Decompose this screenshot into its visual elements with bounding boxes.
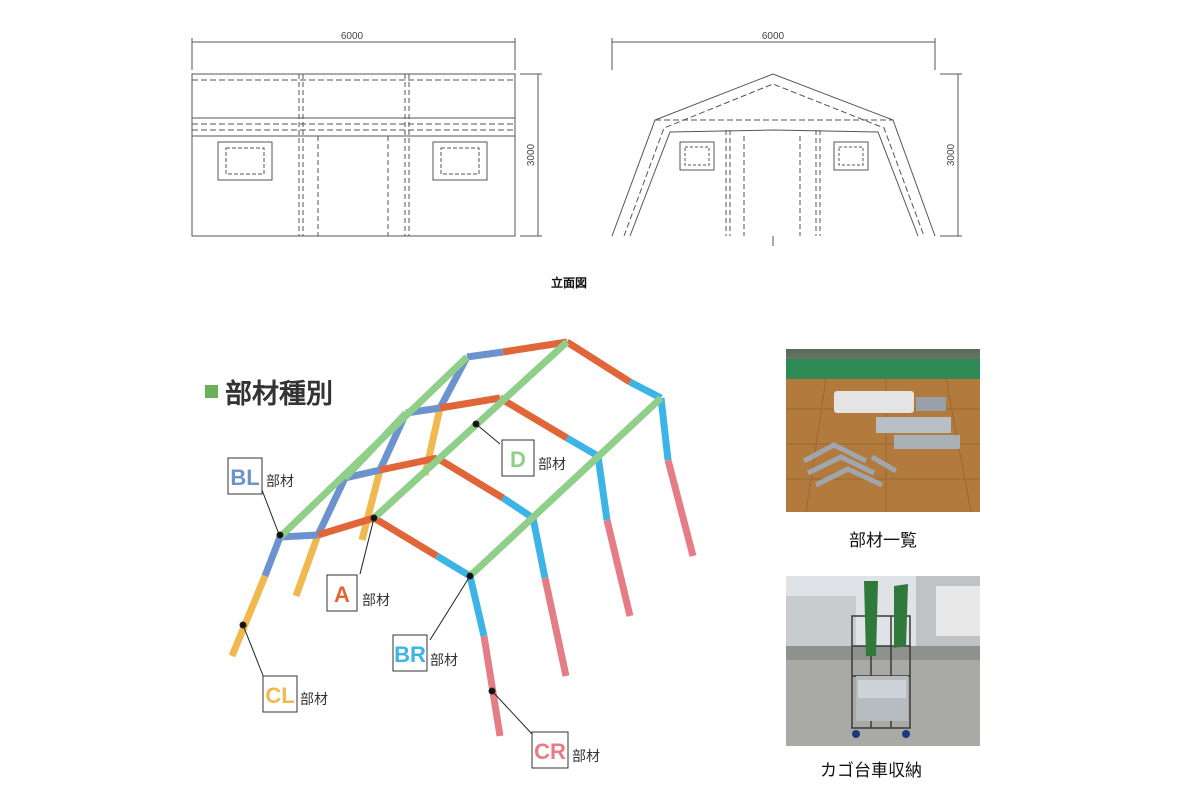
part-suffix-br: 部材 — [430, 652, 458, 668]
front-width-dim: 6000 — [341, 31, 364, 42]
legend-square-icon — [205, 385, 218, 398]
part-suffix-bl: 部材 — [266, 473, 294, 489]
part-code-bl: BL — [230, 465, 259, 490]
elevation-caption: 立面図 — [551, 276, 588, 290]
frame-diagram: BL D A BR CL CR 部材 部材 部材 部材 部材 部材 — [227, 338, 697, 769]
front-height-dim: 3000 — [526, 143, 537, 166]
cart-photo-caption: カゴ台車収納 — [820, 761, 922, 781]
part-code-d: D — [510, 447, 526, 472]
part-suffix-a: 部材 — [362, 592, 390, 608]
side-width-dim: 6000 — [762, 31, 785, 42]
legend-title: 部材種別 — [225, 379, 333, 410]
cart-photo — [786, 576, 980, 746]
legend-title-block: 部材種別 — [205, 372, 333, 411]
part-code-cr: CR — [534, 739, 566, 764]
part-suffix-cl: 部材 — [300, 691, 328, 707]
side-elevation — [611, 38, 962, 246]
part-code-a: A — [334, 582, 350, 607]
part-code-br: BR — [394, 642, 426, 667]
part-suffix-cr: 部材 — [572, 748, 600, 764]
elevation-drawings: 6000 6000 3000 3000 — [191, 31, 962, 246]
part-code-cl: CL — [265, 683, 294, 708]
parts-photo — [786, 349, 980, 512]
side-height-dim: 3000 — [946, 143, 957, 166]
front-elevation — [191, 38, 542, 237]
part-suffix-d: 部材 — [538, 456, 566, 472]
parts-photo-caption: 部材一覧 — [849, 531, 917, 551]
